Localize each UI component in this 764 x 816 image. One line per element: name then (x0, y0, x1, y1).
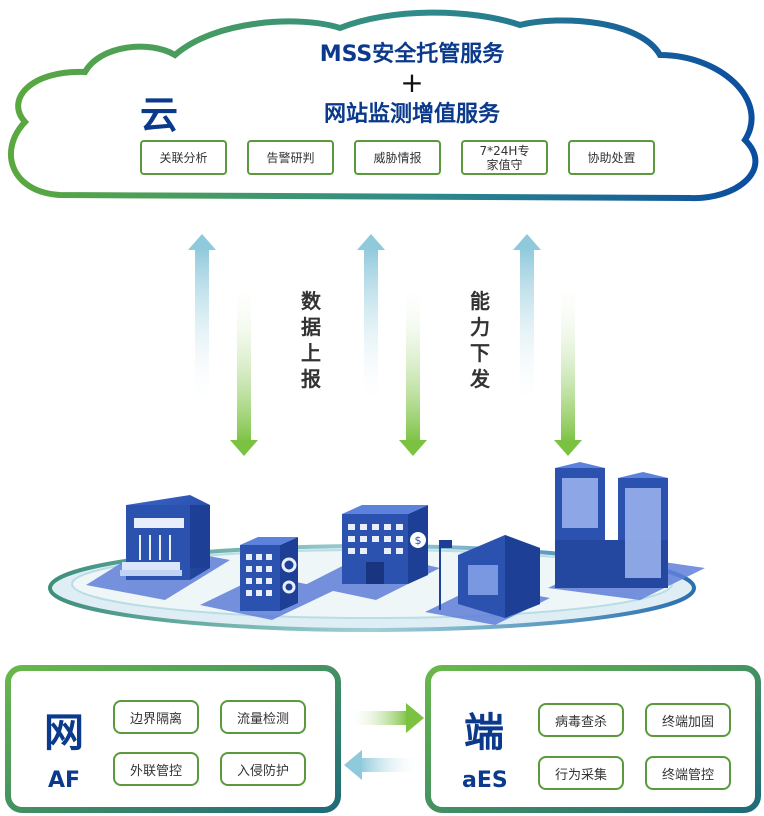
endpoint-item-terminal-control: 终端管控 (645, 756, 731, 790)
service-threat-intel: 威胁情报 (354, 140, 441, 175)
download-arrows (230, 280, 582, 456)
upload-arrows (188, 234, 541, 408)
cloud-title-plus: + (400, 66, 424, 99)
building-gate (120, 495, 210, 580)
net-sub-label: AF (48, 768, 81, 793)
svg-text:$: $ (415, 534, 422, 547)
building-bank: $ (342, 505, 428, 584)
cloud-title-line2: 网站监测增值服务 (323, 102, 500, 127)
endpoint-item-behavior-collection: 行为采集 (538, 756, 624, 790)
label-data-upload: 数 据 上 报 (301, 289, 321, 391)
net-item-intrusion-prevention: 入侵防护 (220, 752, 306, 786)
endpoint-item-virus-scan: 病毒查杀 (538, 703, 624, 737)
cloud-title-line1: MSS安全托管服务 (319, 42, 505, 67)
service-expert-on-duty: 7*24H专 家值守 (461, 140, 548, 175)
building-towers (555, 462, 668, 588)
net-item-boundary-isolation: 边界隔离 (113, 700, 199, 734)
cloud-label: 云 (140, 93, 179, 137)
net-item-outbound-control: 外联管控 (113, 752, 199, 786)
service-alert-triage: 告警研判 (247, 140, 334, 175)
building-gear (240, 537, 298, 611)
net-item-traffic-detection: 流量检测 (220, 700, 306, 734)
horizontal-arrows (344, 703, 424, 780)
building-government (439, 535, 540, 618)
endpoint-sub-label: aES (462, 768, 508, 793)
endpoint-label: 端 (464, 710, 504, 756)
label-capability-delivery: 能 力 下 发 (470, 289, 490, 391)
service-assisted-response: 协助处置 (568, 140, 655, 175)
endpoint-item-hardening: 终端加固 (645, 703, 731, 737)
net-label: 网 (44, 710, 84, 756)
service-correlation-analysis: 关联分析 (140, 140, 227, 175)
